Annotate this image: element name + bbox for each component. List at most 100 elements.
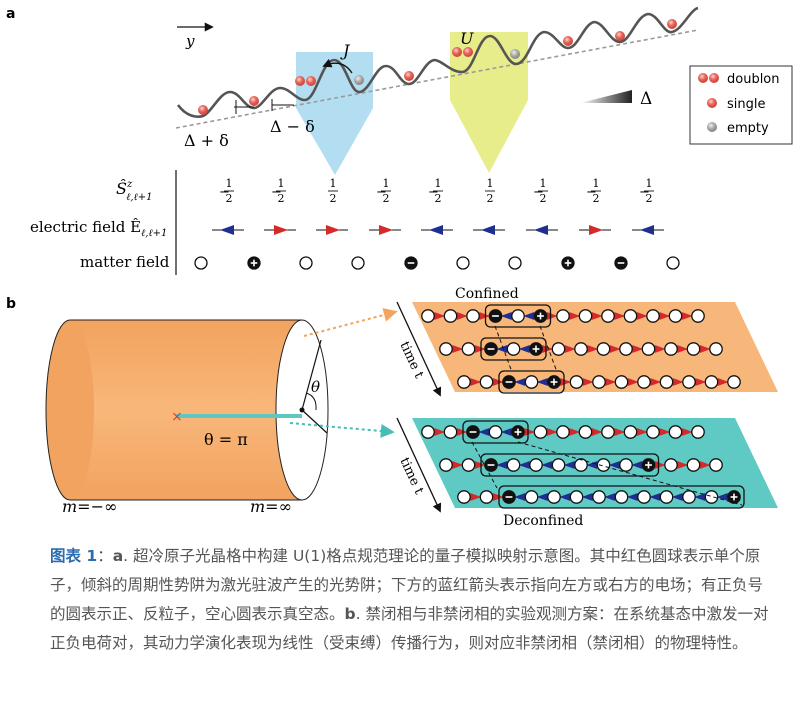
svg-text:2: 2: [487, 192, 494, 205]
connector-cyan: [289, 422, 395, 438]
matter-site: [194, 256, 208, 270]
doublon-atom: [306, 76, 316, 86]
confined-title: Confined: [455, 286, 519, 302]
matter-site: [404, 256, 418, 270]
y-axis-label: y: [185, 32, 195, 50]
matter-sites-row: [194, 256, 680, 270]
theta-label: θ: [311, 378, 320, 396]
efield-row-label: electric field Êℓ,ℓ+1: [30, 218, 167, 239]
matter-site: [247, 256, 261, 270]
time-label-deconfined: time t: [396, 455, 426, 497]
time-arrow-deconfined: [396, 417, 442, 513]
m-left-label: m=−∞: [62, 497, 117, 516]
spin-value: 12: [328, 177, 338, 205]
matter-site: [299, 256, 313, 270]
matter-row-label: matter field: [80, 253, 170, 271]
spin-value: 12: [485, 177, 495, 205]
svg-text:2: 2: [383, 192, 390, 205]
svg-text:2: 2: [593, 192, 600, 205]
svg-text:2: 2: [646, 192, 653, 205]
efield-arrow: [473, 225, 505, 235]
legend-empty: empty: [727, 121, 769, 136]
svg-text:−: −: [376, 185, 387, 200]
svg-text:1: 1: [278, 177, 285, 190]
optical-lattice-potential: [176, 6, 699, 118]
spin-value: −12: [533, 177, 548, 205]
legend-single: single: [727, 97, 766, 112]
cross-marker: ×: [171, 409, 183, 425]
matter-site: [508, 256, 522, 270]
svg-text:1: 1: [646, 177, 653, 190]
hopping-label: J: [340, 41, 351, 60]
spin-value: −1 2: [586, 177, 601, 205]
time-arrow-confined: [396, 301, 442, 397]
confined-chain: [439, 337, 723, 361]
cylinder: θ: [45, 319, 329, 501]
matter-site: [351, 256, 365, 270]
blue-laser-beam: [296, 52, 373, 175]
hopping-arrow: [322, 58, 353, 74]
single-atom: [667, 19, 677, 29]
single-atom: [404, 71, 414, 81]
confined-panel: [412, 302, 778, 392]
svg-text:−: −: [586, 185, 597, 200]
tilt-wedge: [580, 90, 632, 103]
tilt-label: Δ: [640, 89, 652, 109]
caption-text-a: . 超冷原子光晶格中构建 U(1)格点规范理论的量子模拟映射示意图。其中红色圆球…: [50, 547, 764, 623]
panel-b-label: b: [6, 296, 16, 312]
svg-text:−: −: [639, 185, 650, 200]
empty-site: [354, 75, 364, 85]
doublon-atom: [295, 76, 305, 86]
svg-text:1: 1: [487, 177, 494, 190]
tilt-dashed-line: [175, 29, 699, 129]
spin-value: −12: [219, 177, 234, 205]
caption-label: 图表 1: [50, 547, 98, 565]
efield-arrow: [316, 225, 348, 235]
efield-arrow: [264, 225, 296, 235]
svg-text:2: 2: [278, 192, 285, 205]
svg-text:−: −: [219, 185, 230, 200]
legend-doublon: doublon: [727, 72, 780, 87]
svg-text:−: −: [533, 185, 544, 200]
svg-text:−: −: [428, 185, 439, 200]
svg-text:2: 2: [435, 192, 442, 205]
empty-site: [510, 49, 520, 59]
deconfined-chain: [457, 485, 745, 509]
svg-text:1: 1: [435, 177, 442, 190]
svg-text:2: 2: [330, 192, 337, 205]
matter-site: [456, 256, 470, 270]
theta-pi-label: θ = π: [204, 430, 248, 449]
single-atom: [249, 96, 259, 106]
caption-text-b: . 禁闭相与非禁闭相的实验观测方案：在系统基态中激发一对正负电荷对，其动力学演化…: [50, 605, 769, 652]
deconfined-chain: [421, 420, 705, 444]
confined-chain: [457, 370, 741, 394]
matter-site: [666, 256, 680, 270]
svg-text:1: 1: [383, 177, 390, 190]
svg-text:1: 1: [593, 177, 600, 190]
svg-text:1: 1: [540, 177, 547, 190]
deconfined-title: Deconfined: [503, 513, 583, 529]
single-atom: [615, 31, 625, 41]
efield-arrows-row: [212, 225, 664, 235]
caption-part-a: a: [112, 547, 124, 565]
deconfined-chain: [439, 453, 723, 477]
lattice-atoms: [198, 19, 677, 115]
single-atom: [198, 105, 208, 115]
efield-arrow: [579, 225, 611, 235]
time-label-confined: time t: [396, 339, 426, 381]
spin-value: −1 2: [376, 177, 391, 205]
svg-text:1: 1: [330, 177, 337, 190]
panel-a-label: a: [6, 6, 15, 22]
figure: a y J U Δ + δ Δ − δ doublon: [6, 6, 793, 529]
offset-minus-label: Δ − δ: [270, 117, 315, 136]
efield-arrow: [526, 225, 558, 235]
efield-arrow: [421, 225, 453, 235]
particle-chains: [421, 304, 745, 509]
offset-plus-label: Δ + δ: [184, 131, 229, 150]
efield-arrow: [369, 225, 401, 235]
svg-text:1: 1: [226, 177, 233, 190]
matter-site: [561, 256, 575, 270]
efield-arrow: [212, 225, 244, 235]
